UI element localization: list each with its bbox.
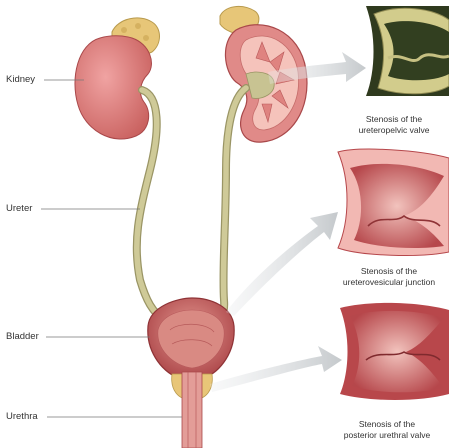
ureteropelvic-caption-line2: ureteropelvic valve — [334, 125, 449, 136]
ureteropelvic-caption: Stenosis of the ureteropelvic valve — [334, 114, 449, 136]
ureterovesicular-caption: Stenosis of the ureterovesicular junctio… — [329, 266, 449, 288]
ureter-label: Ureter — [6, 203, 32, 214]
ureterovesicular-caption-line2: ureterovesicular junction — [329, 277, 449, 288]
ureteropelvic-caption-line1: Stenosis of the — [334, 114, 449, 125]
posterior-urethral-caption-line1: Stenosis of the — [327, 419, 447, 430]
ureteropelvic-valve-inset — [366, 6, 449, 96]
posterior-urethral-valve-inset — [340, 303, 449, 400]
urethra — [182, 372, 202, 448]
posterior-urethral-caption-line2: posterior urethral valve — [327, 430, 447, 441]
ureterovesicular-caption-line1: Stenosis of the — [329, 266, 449, 277]
ureterovesicular-junction-inset — [338, 149, 449, 255]
arrow-to-ureterovesicular — [226, 212, 338, 316]
kidney-label: Kidney — [6, 74, 35, 85]
bladder-label: Bladder — [6, 331, 39, 342]
posterior-urethral-caption: Stenosis of the posterior urethral valve — [327, 419, 447, 441]
urethra-label: Urethra — [6, 411, 38, 422]
